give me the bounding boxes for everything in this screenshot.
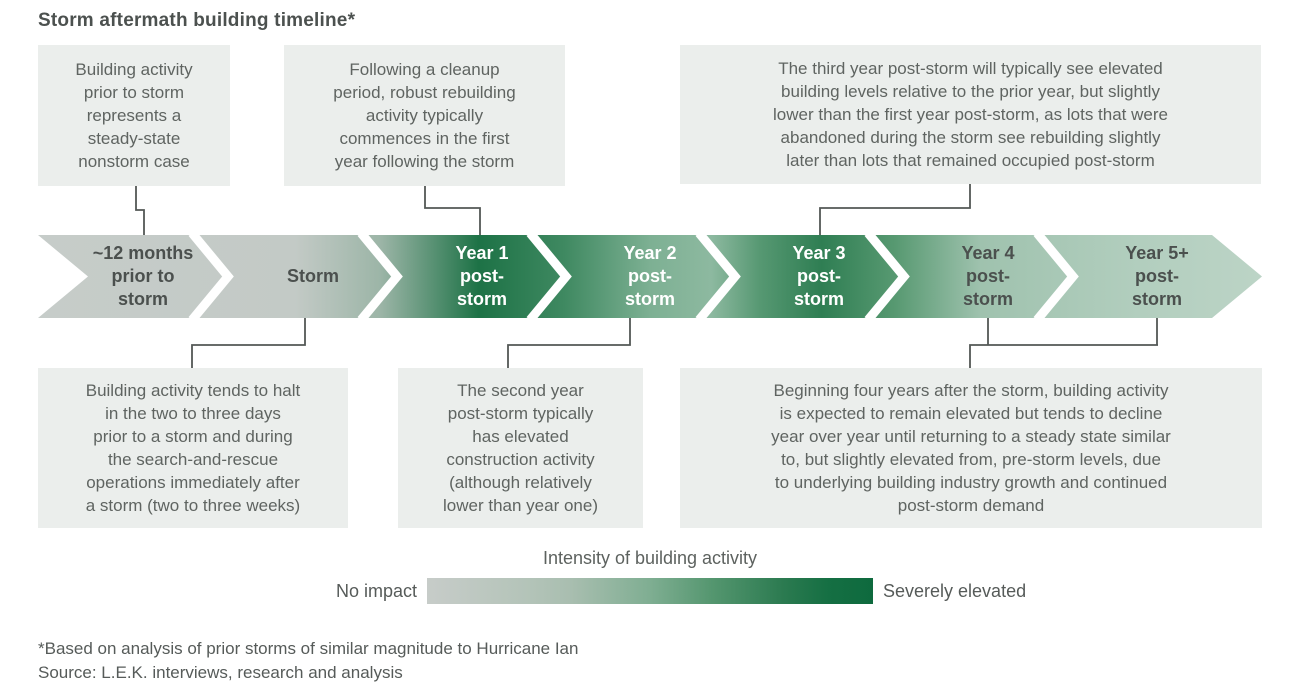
connector-year3 bbox=[819, 184, 971, 235]
connector-year2-bottom bbox=[507, 318, 631, 368]
callout-year2: The second year post-storm typically has… bbox=[398, 368, 643, 528]
chevron-separator bbox=[864, 235, 910, 318]
callout-pre-storm: Building activity prior to storm represe… bbox=[38, 45, 230, 186]
chevron-separator bbox=[526, 235, 572, 318]
legend-min-label: No impact bbox=[335, 581, 417, 601]
chevron-separator bbox=[695, 235, 741, 318]
connector-year1 bbox=[424, 186, 481, 235]
callout-year3: The third year post-storm will typically… bbox=[680, 45, 1261, 184]
legend-max-label: Severely elevated bbox=[883, 581, 1027, 601]
band-shape bbox=[38, 235, 1262, 318]
chevron-separator bbox=[357, 235, 403, 318]
page-title: Storm aftermath building timeline* bbox=[38, 10, 356, 31]
footnotes: *Based on analysis of prior storms of si… bbox=[38, 637, 938, 685]
callout-year4plus: Beginning four years after the storm, bu… bbox=[680, 368, 1262, 528]
connector-storm-bottom bbox=[191, 318, 306, 368]
legend-title: Intensity of building activity bbox=[542, 548, 758, 568]
connector-prestorm bbox=[135, 186, 145, 235]
chevron-separator bbox=[1033, 235, 1079, 318]
chevron-separator bbox=[188, 235, 234, 318]
footnote-source: Source: L.E.K. interviews, research and … bbox=[38, 663, 403, 682]
timeline-band bbox=[38, 235, 1262, 318]
connector-year45-bottom bbox=[969, 318, 1158, 368]
callout-year1: Following a cleanup period, robust rebui… bbox=[284, 45, 565, 186]
legend-gradient-bar bbox=[427, 578, 873, 604]
footnote-asterisk: *Based on analysis of prior storms of si… bbox=[38, 639, 579, 658]
callout-storm-halt: Building activity tends to halt in the t… bbox=[38, 368, 348, 528]
